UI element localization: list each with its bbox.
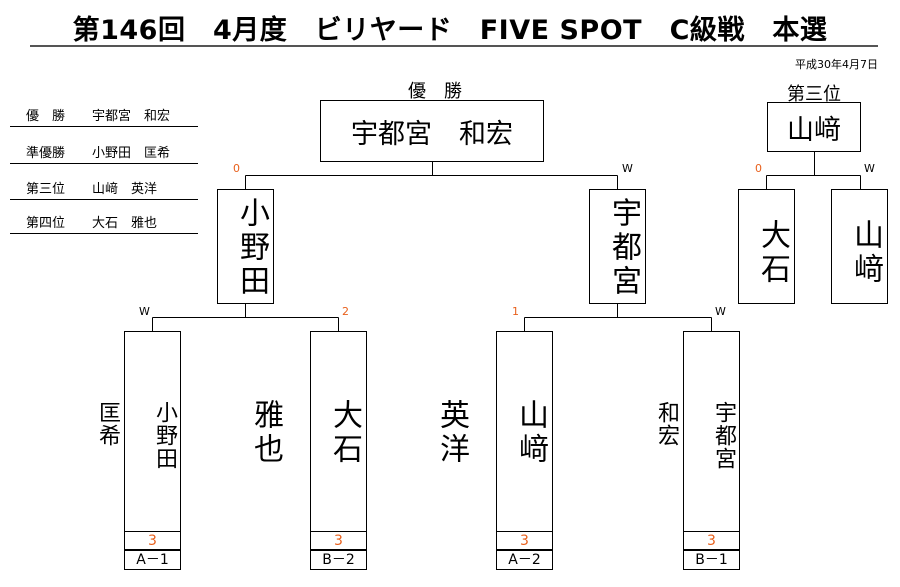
semifinal-right-name: 宇都宮 bbox=[606, 197, 641, 299]
round1-b1-result: W bbox=[715, 305, 726, 318]
round1-a1-name: 小野田 匡希 bbox=[95, 400, 177, 470]
third-place-left-result: 0 bbox=[755, 162, 762, 175]
round1-a2-name: 山﨑 英洋 bbox=[434, 399, 548, 467]
semifinal-left-name: 小野田 bbox=[234, 197, 269, 299]
summary-name: 大石 雅也 bbox=[92, 216, 158, 231]
round1-b1-name: 宇都宮 和宏 bbox=[654, 400, 736, 470]
title-underline bbox=[30, 45, 878, 47]
semifinal-right-box: 宇都宮 bbox=[589, 189, 646, 304]
round1-a2-match: A－2 bbox=[496, 550, 553, 570]
summary-row-runner-up: 準優勝 小野田 匡希 bbox=[10, 138, 198, 164]
semifinal-left-result: 0 bbox=[233, 162, 240, 175]
round1-a1-box: 小野田 匡希 3 bbox=[95, 331, 181, 550]
summary-row-third: 第三位 山﨑 英洋 bbox=[10, 174, 198, 200]
summary-row-winner: 優 勝 宇都宮 和宏 bbox=[10, 101, 198, 127]
summary-name: 宇都宮 和宏 bbox=[92, 109, 171, 124]
round1-b1-score: 3 bbox=[684, 531, 739, 550]
round1-b2-score: 3 bbox=[311, 531, 366, 550]
summary-row-fourth: 第四位 大石 雅也 bbox=[10, 208, 198, 234]
summary-rank: 第四位 bbox=[26, 216, 66, 231]
round1-b1-box: 宇都宮 和宏 3 bbox=[654, 331, 740, 550]
round1-b2-match: B－2 bbox=[310, 550, 367, 570]
third-place-left-box: 大石 bbox=[738, 189, 795, 304]
round1-b1-match: B－1 bbox=[683, 550, 740, 570]
page-title: 第146回 4月度 ビリヤード FIVE SPOT C級戦 本選 bbox=[72, 15, 828, 46]
summary-rank: 優 勝 bbox=[26, 109, 66, 124]
third-place-caption: 第三位 bbox=[787, 84, 841, 105]
third-place-right-box: 山﨑 bbox=[831, 189, 888, 304]
summary-rank: 第三位 bbox=[26, 182, 66, 197]
round1-b2-result: 2 bbox=[342, 305, 349, 318]
summary-name: 山﨑 英洋 bbox=[92, 182, 158, 197]
third-place-right-result: W bbox=[864, 162, 875, 175]
third-place-winner: 山﨑 bbox=[787, 114, 841, 146]
semifinal-left-box: 小野田 bbox=[217, 189, 274, 304]
round1-b2-box: 大石 雅也 3 bbox=[248, 331, 367, 550]
event-date: 平成30年4月7日 bbox=[795, 58, 878, 71]
semifinal-right-result: W bbox=[622, 162, 633, 175]
round1-a2-box: 山﨑 英洋 3 bbox=[434, 331, 553, 550]
round1-a1-score: 3 bbox=[125, 531, 180, 550]
champion-caption: 優 勝 bbox=[408, 81, 462, 102]
round1-a2-score: 3 bbox=[497, 531, 552, 550]
round1-a1-match: A－1 bbox=[124, 550, 181, 570]
summary-name: 小野田 匡希 bbox=[92, 146, 171, 161]
third-place-left-name: 大石 bbox=[755, 219, 790, 287]
round1-a1-result: W bbox=[139, 305, 150, 318]
third-place-winner-box: 山﨑 bbox=[767, 102, 861, 152]
champion-box: 宇都宮 和宏 bbox=[320, 100, 544, 162]
summary-rank: 準優勝 bbox=[26, 146, 66, 161]
round1-b2-name: 大石 雅也 bbox=[248, 399, 362, 467]
round1-a2-result: 1 bbox=[512, 305, 519, 318]
third-place-right-name: 山﨑 bbox=[848, 219, 883, 287]
champion-name: 宇都宮 和宏 bbox=[351, 118, 513, 150]
